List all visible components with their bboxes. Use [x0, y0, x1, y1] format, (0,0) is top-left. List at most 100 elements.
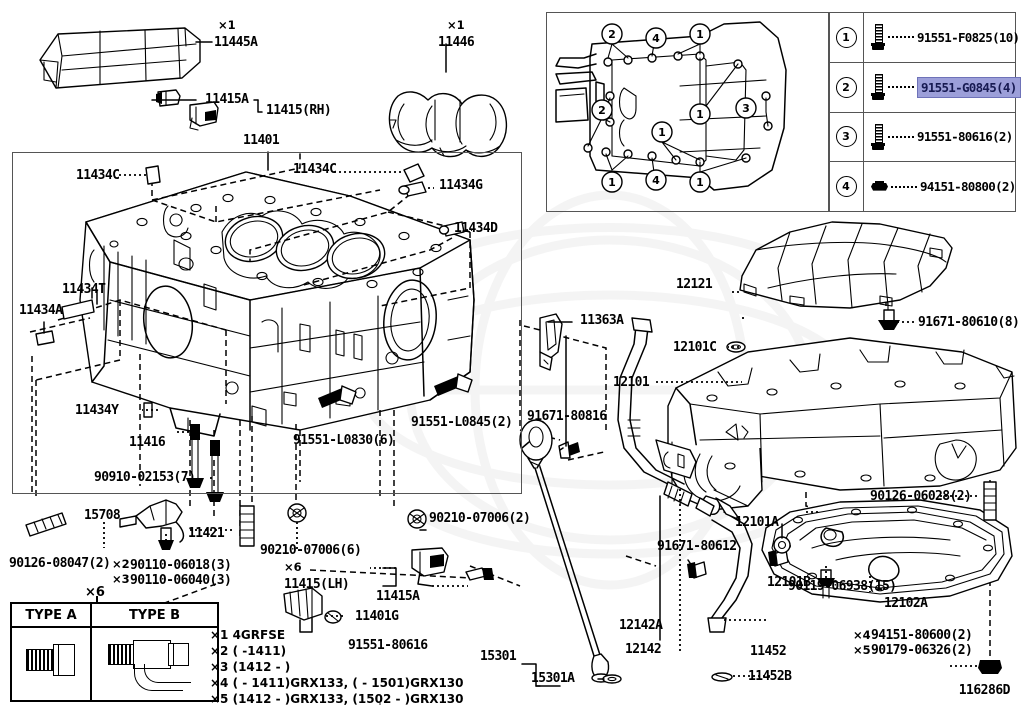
label-12121[interactable]: 12121 [676, 277, 713, 292]
label-12101B[interactable]: 12101B [767, 575, 811, 590]
label-11434C-mid[interactable]: 11434C [293, 162, 337, 177]
row-content: 91551-F0825(10) [864, 24, 1020, 51]
table-row[interactable]: 4 94151-80800(2) [829, 162, 1016, 211]
label-11452B[interactable]: 11452B [748, 669, 792, 684]
label-15301A[interactable]: 15301A [531, 671, 575, 686]
leader-line [891, 185, 917, 188]
label-94151-80600[interactable]: 94151-80600(2) [871, 628, 973, 643]
leader-line [888, 36, 914, 39]
label-11434D[interactable]: 11434D [454, 221, 498, 236]
part-11445A-art [40, 28, 200, 88]
part-number-1[interactable]: 91551-F0825(10) [917, 29, 1020, 45]
seal-90210-07006-2 [408, 510, 426, 528]
label-90110-06018[interactable]: 90110-06018(3) [130, 558, 232, 573]
label-11415A-bottom[interactable]: 11415A [376, 589, 420, 604]
part-11363A-art [540, 314, 562, 370]
label-11434G[interactable]: 11434G [439, 178, 483, 193]
label-90179-06326[interactable]: 90179-06326(2) [871, 643, 973, 658]
label-91671-80816[interactable]: 91671-80816 [527, 409, 607, 424]
part-12142-tube [618, 318, 752, 632]
label-91551-80616[interactable]: 91551-80616 [348, 638, 428, 653]
row-index-cell: 3 [829, 112, 864, 162]
label-11416[interactable]: 11416 [129, 435, 166, 450]
leader-line [888, 86, 914, 89]
label-91671-80610[interactable]: 91671-80610(8) [918, 315, 1020, 330]
plug-type-b-icon [108, 638, 203, 693]
label-90119-06938[interactable]: 90119-06938(15) [788, 579, 897, 594]
table-row[interactable]: 3 91551-80616(2) [829, 112, 1015, 163]
row-index-cell: 4 [829, 162, 864, 211]
bolt-91671-80612 [687, 562, 706, 578]
label-90210-07006-6[interactable]: 90210-07006(6) [260, 543, 362, 558]
gasket-schematic-frame [546, 12, 830, 212]
leader-line [96, 596, 98, 604]
part-number-4[interactable]: 94151-80800(2) [920, 179, 1016, 195]
stud-90126-06028 [984, 482, 996, 520]
label-12101C[interactable]: 12101C [673, 340, 717, 355]
label-90126-06028[interactable]: 90126-06028(2) [870, 489, 972, 504]
type-table-header: TYPE A TYPE B [12, 604, 217, 628]
label-12142A[interactable]: 12142A [619, 618, 663, 633]
label-15708[interactable]: 15708 [84, 508, 121, 523]
marker-5-90179: ×5 [853, 643, 871, 657]
label-90126-08047[interactable]: 90126-08047(2) [9, 556, 111, 571]
bolt-91551-80616 [325, 611, 341, 623]
table-row[interactable]: 1 91551-F0825(10) [829, 13, 1020, 63]
row-content: 91551-80616(2) [864, 123, 1015, 150]
circled-number-3: 3 [835, 126, 857, 148]
label-11401[interactable]: 11401 [243, 133, 280, 148]
label-90910-02153[interactable]: 90910-02153(7) [94, 470, 196, 485]
marker-3-90110: ×3 [112, 572, 130, 586]
washer-12101B [774, 537, 790, 553]
label-15301[interactable]: 15301 [480, 649, 517, 664]
circled-number-1: 1 [835, 26, 857, 48]
label-11434A[interactable]: 11434A [19, 303, 63, 318]
label-11415-RH[interactable]: 11415(RH) [266, 103, 332, 118]
label-12142[interactable]: 12142 [625, 642, 662, 657]
label-11445A[interactable]: 11445A [214, 35, 258, 50]
marker-6-11415LH: ×6 [284, 560, 302, 574]
marker-11445A: ×1 [218, 18, 236, 32]
part-11421 [240, 506, 254, 546]
circled-number-4: 4 [835, 176, 857, 198]
part-15301A [603, 675, 621, 683]
part-15708 [120, 500, 183, 542]
part-number-3[interactable]: 91551-80616(2) [917, 129, 1013, 145]
footnote-1: ×1 4GRFSE [210, 628, 286, 642]
table-row[interactable]: 2 91551-G0845(4) [829, 62, 1021, 113]
label-91551-L0845[interactable]: 91551-L0845(2) [411, 415, 513, 430]
stud-90126-08047 [26, 513, 66, 536]
row-index-cell: 2 [829, 62, 864, 112]
label-12102A[interactable]: 12102A [884, 596, 928, 611]
nut-94151-80600 [978, 660, 1002, 674]
part-12101C-art [727, 342, 745, 352]
plug-type-a-icon [26, 644, 76, 676]
circled-number-2: 2 [835, 76, 857, 98]
part-15301-dipstick [520, 420, 610, 682]
part-number-2-selected[interactable]: 91551-G0845(4) [917, 76, 1021, 98]
label-11401G[interactable]: 11401G [355, 609, 399, 624]
label-12101[interactable]: 12101 [613, 375, 650, 390]
type-a-header: TYPE A [12, 604, 92, 626]
footnote-2: ×2 ( -1411) [210, 644, 287, 658]
label-90210-07006-2[interactable]: 90210-07006(2) [429, 511, 531, 526]
footnote-5: ×5 (1412 - )GRX133, (1502 - )GRX130 [210, 692, 464, 706]
label-12101A[interactable]: 12101A [735, 515, 779, 530]
label-11415A-top[interactable]: 11415A [205, 92, 249, 107]
leader-line [888, 135, 914, 138]
row-content: 91551-G0845(4) [864, 74, 1021, 101]
label-11446[interactable]: 11446 [438, 35, 475, 50]
label-11421[interactable]: 11421 [188, 526, 225, 541]
label-11434Y[interactable]: 11434Y [75, 403, 119, 418]
type-b-cell [92, 628, 217, 700]
label-90110-06040[interactable]: 90110-06040(3) [130, 573, 232, 588]
engine-block-frame [12, 152, 522, 494]
label-91551-L0830[interactable]: 91551-L0830(6) [293, 433, 395, 448]
label-11434C-left[interactable]: 11434C [76, 168, 120, 183]
part-11401G-art [284, 588, 322, 632]
label-11452[interactable]: 11452 [750, 644, 787, 659]
label-91671-80612[interactable]: 91671-80612 [657, 539, 737, 554]
label-11434T[interactable]: 11434T [62, 282, 106, 297]
label-11415-LH[interactable]: 11415(LH) [284, 577, 350, 592]
label-11363A[interactable]: 11363A [580, 313, 624, 328]
